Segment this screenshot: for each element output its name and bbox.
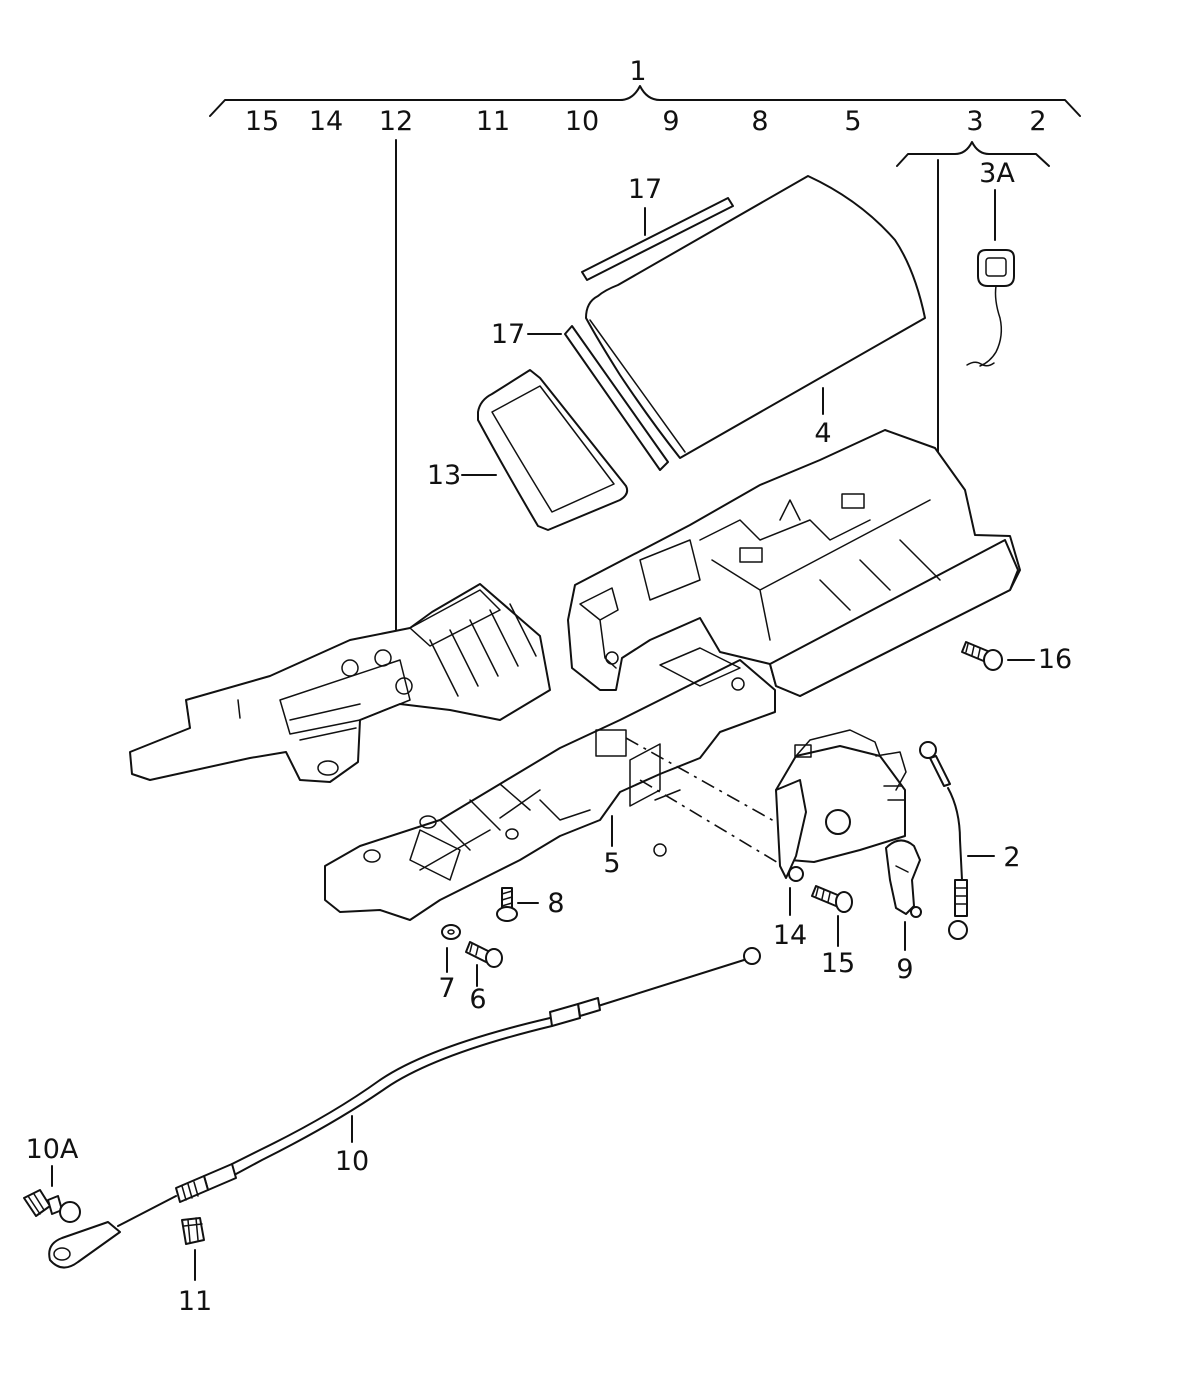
- group-bracket-3: 3A: [896, 141, 1050, 241]
- callout-8: 8: [547, 888, 564, 919]
- trim-strip-17: [564, 197, 734, 471]
- callout-15: 15: [821, 948, 855, 979]
- storage-housing: [567, 429, 1021, 697]
- ball-stud-10a: [23, 1189, 81, 1223]
- callout-14: 14: [773, 920, 807, 951]
- part-number-3A: 3A: [979, 158, 1015, 189]
- storage-lid-4: [585, 175, 926, 459]
- cable-10: [48, 947, 761, 1269]
- frame-13: [477, 369, 629, 531]
- screw-8: [496, 887, 518, 922]
- hinge-assembly-12: [129, 583, 551, 783]
- callout-10: 10: [335, 1146, 369, 1177]
- subpart-label: 2: [1029, 106, 1046, 137]
- subpart-label: 14: [309, 106, 343, 137]
- assembly-line: [625, 737, 791, 871]
- subpart-label: 5: [844, 106, 861, 137]
- callout-6: 6: [469, 984, 486, 1015]
- callout-17-top: 17: [628, 174, 662, 205]
- rod-2: [919, 741, 968, 940]
- subpart-label: 3: [966, 106, 983, 137]
- screw-6: [465, 941, 503, 968]
- callout-5: 5: [603, 848, 620, 879]
- connector-3a: [966, 249, 1015, 367]
- group-bracket-1: 1 15 14 12 11 10 9 8 5 3 2: [209, 56, 1081, 137]
- callout-9: 9: [896, 954, 913, 985]
- lower-frame-5: [324, 647, 776, 921]
- callout-17-left: 17: [491, 319, 525, 350]
- subpart-label: 15: [245, 106, 279, 137]
- screw-15: [811, 885, 853, 913]
- screw-16: [961, 641, 1003, 671]
- clip-11: [181, 1217, 205, 1245]
- callout-11: 11: [178, 1286, 212, 1317]
- subpart-label: 10: [565, 106, 599, 137]
- washer-7: [441, 924, 461, 940]
- callout-13: 13: [427, 460, 461, 491]
- callout-4: 4: [814, 418, 831, 449]
- subpart-label: 11: [476, 106, 510, 137]
- lever-9: [885, 839, 922, 918]
- subpart-label: 12: [379, 106, 413, 137]
- callout-2: 2: [1003, 842, 1020, 873]
- group-number-1: 1: [629, 56, 646, 87]
- lock-actuator-14: [775, 729, 907, 882]
- callout-10A: 10A: [26, 1134, 79, 1165]
- subpart-label: 8: [751, 106, 768, 137]
- callout-7: 7: [438, 973, 455, 1004]
- callout-16: 16: [1038, 644, 1072, 675]
- subpart-label: 9: [662, 106, 679, 137]
